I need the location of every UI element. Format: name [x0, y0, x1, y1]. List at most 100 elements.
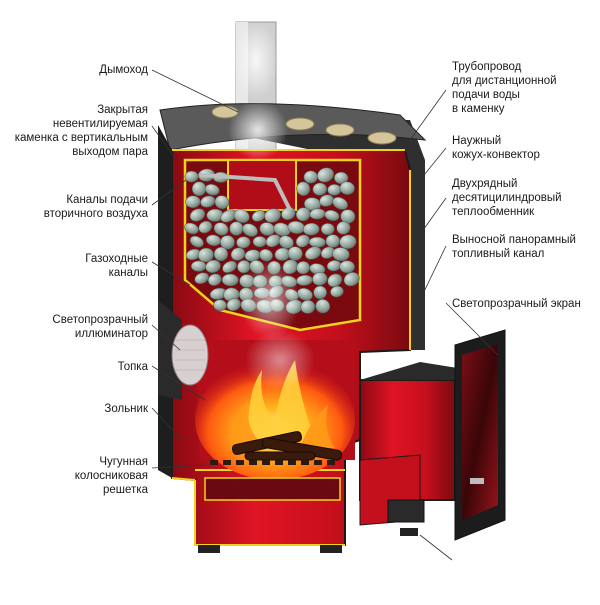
grate-bar [275, 460, 283, 465]
grate-bar [301, 460, 309, 465]
stone [324, 210, 340, 221]
stone [339, 260, 355, 274]
stone [304, 246, 322, 260]
illuminator-window [171, 324, 209, 386]
stone [320, 223, 335, 236]
stone [273, 222, 291, 237]
stone [295, 234, 310, 248]
stone [252, 236, 267, 248]
stone [320, 246, 335, 259]
stone [259, 249, 273, 262]
stone [230, 247, 246, 261]
stone [343, 272, 360, 287]
stone [189, 235, 204, 248]
stone [214, 195, 230, 210]
stone [204, 184, 220, 196]
label-water-pipe: Трубопровод для дистанционной подачи вод… [452, 61, 557, 115]
label-firebox: Топка [117, 361, 148, 373]
stone [295, 207, 311, 222]
stone [233, 209, 250, 223]
stone [189, 208, 206, 222]
stone [300, 300, 316, 314]
stone [251, 210, 266, 222]
stone [205, 259, 221, 273]
stone [265, 234, 281, 248]
grate-bar [314, 460, 322, 465]
stone [221, 273, 239, 287]
ash-pan [204, 477, 341, 501]
stone [339, 234, 357, 249]
stone [317, 167, 334, 183]
fuel-channel-top [360, 362, 470, 380]
grate-bar [288, 460, 296, 465]
stone [319, 194, 334, 207]
stone [332, 247, 350, 262]
stone [325, 234, 341, 248]
door-handle [470, 478, 484, 484]
label-glass-screen: Светопрозрачный экран [452, 298, 581, 310]
label-heat-exchanger: Двухрядный десятицилиндровый теплообменн… [452, 178, 562, 218]
heater-stones [184, 167, 360, 314]
grate-bar [223, 460, 231, 465]
stone [312, 182, 327, 196]
stone [332, 197, 348, 210]
stone [334, 171, 349, 185]
stone [330, 285, 344, 298]
stone [198, 220, 213, 234]
stone [184, 222, 199, 235]
stone [213, 222, 229, 236]
flames [230, 360, 335, 448]
label-gas-channels: Газоходные каналы [85, 253, 148, 279]
stone [312, 272, 328, 286]
stone [302, 222, 320, 236]
stone [315, 299, 331, 314]
convector-casing [165, 120, 425, 350]
stone [264, 208, 281, 223]
leader-lines [151, 69, 499, 561]
grate-bar [249, 460, 257, 465]
stone [304, 197, 321, 211]
stone [185, 195, 201, 209]
front-left-plate [158, 300, 182, 400]
stone [336, 221, 351, 235]
water-pipe [199, 173, 292, 211]
grate-bar [236, 460, 244, 465]
label-convector: Наужный кожух-конвектор [452, 135, 540, 161]
base-feet [198, 528, 418, 553]
stone [200, 195, 216, 208]
stone [213, 299, 227, 311]
label-grate: Чугунная колосниковая решетка [74, 456, 148, 496]
stone [281, 207, 296, 220]
label-secondary-air: Каналы подачи вторичного воздуха [43, 194, 148, 220]
stone [296, 181, 311, 196]
stone [278, 235, 294, 249]
label-closed-heater: Закрытая невентилируемая каменка с верти… [14, 104, 148, 158]
stone [207, 273, 222, 286]
stone [236, 236, 251, 249]
stone [339, 181, 355, 195]
stone [303, 170, 318, 184]
stone [190, 260, 207, 272]
cast-iron-grate [210, 460, 335, 465]
stone [197, 247, 214, 263]
ash-door [387, 499, 425, 523]
stone [222, 260, 237, 273]
stone [220, 235, 235, 250]
grate-bar [262, 460, 270, 465]
stone [213, 246, 229, 262]
left-wall [158, 125, 172, 478]
steam-clouds [228, 20, 315, 390]
grate-bar [210, 460, 218, 465]
grate-bar [327, 460, 335, 465]
label-ash-pan: Зольник [104, 403, 148, 415]
stone [242, 223, 258, 237]
inner-channel [227, 159, 297, 211]
stone [194, 272, 209, 284]
glass-screen-pane [462, 344, 498, 520]
label-fuel-channel: Выносной панорамный топливный канал [452, 234, 576, 260]
label-chimney: Дымоход [99, 64, 148, 76]
stone [327, 273, 343, 287]
label-illuminator: Светопрозрачный иллюминатор [52, 314, 148, 340]
